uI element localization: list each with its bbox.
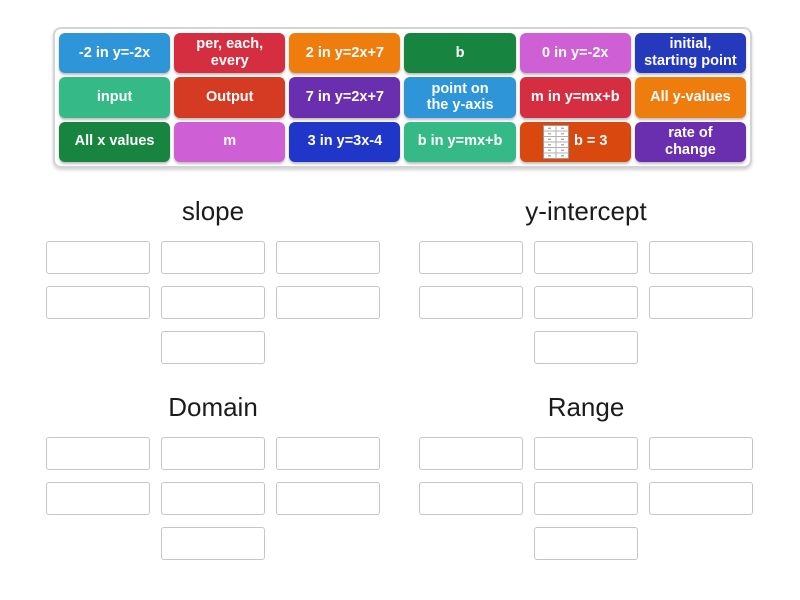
tile-label: 2 in y=2x+7 — [305, 44, 384, 61]
bank-tile[interactable]: 3 in y=3x-4 — [289, 121, 401, 162]
drop-slot[interactable] — [276, 241, 380, 274]
tile-label: m in y=mx+b — [530, 89, 620, 106]
bank-tile[interactable]: -2 in y=-2x — [59, 33, 171, 74]
bank-tile[interactable]: input — [59, 77, 171, 118]
tile-label: b = 3 — [574, 133, 608, 150]
tile-label: b — [455, 44, 465, 61]
drop-slot[interactable] — [534, 241, 638, 274]
drop-slot[interactable] — [649, 482, 753, 515]
drop-slot[interactable] — [534, 482, 638, 515]
bank-tile[interactable]: initial, starting point — [634, 33, 746, 74]
group-slots — [46, 437, 380, 560]
group-domain: Domain — [46, 390, 380, 560]
tile-label: -2 in y=-2x — [78, 44, 151, 61]
group-slots — [46, 241, 380, 364]
bank-tile[interactable]: Output — [174, 77, 286, 118]
group-range: Range — [419, 390, 753, 560]
drop-slot[interactable] — [534, 331, 638, 364]
bank-tile[interactable]: 0 in y=-2x — [519, 33, 631, 74]
bank-tile[interactable]: b — [404, 33, 516, 74]
tile-label: per, each, every — [196, 36, 264, 70]
group-title: Range — [547, 392, 625, 422]
drop-slot[interactable] — [161, 527, 265, 560]
drop-slot[interactable] — [161, 437, 265, 470]
tile-label: point on the y-axis — [426, 80, 494, 114]
drop-slot[interactable] — [276, 437, 380, 470]
bank-tile[interactable]: point on the y-axis — [404, 77, 516, 118]
tile-label: m — [223, 133, 237, 150]
tile-label: All y-values — [650, 89, 731, 106]
bank-tile[interactable]: per, each, every — [174, 33, 286, 74]
group-title: Domain — [168, 392, 258, 422]
drop-slot[interactable] — [419, 286, 523, 319]
group-title: slope — [181, 196, 245, 226]
tile-label: b in y=mx+b — [417, 133, 503, 150]
bank-tile[interactable]: rate of change — [634, 121, 746, 162]
group-slope: slope — [46, 194, 380, 364]
drop-slot[interactable] — [534, 527, 638, 560]
bank-tile[interactable]: 7 in y=2x+7 — [289, 77, 401, 118]
group-slots — [419, 437, 753, 560]
tile-label: input — [96, 89, 133, 106]
drop-slot[interactable] — [46, 241, 150, 274]
drop-slot[interactable] — [649, 286, 753, 319]
drop-slot[interactable] — [534, 437, 638, 470]
drop-slot[interactable] — [419, 241, 523, 274]
drop-slot[interactable] — [46, 482, 150, 515]
drop-slot[interactable] — [46, 437, 150, 470]
group-title: y-intercept — [525, 196, 647, 226]
tile-label: rate of change — [665, 125, 716, 158]
tile-label: 3 in y=3x-4 — [307, 133, 383, 150]
group-y-intercept: y-intercept — [419, 194, 753, 364]
group-slots — [419, 241, 753, 364]
tile-label: Output — [205, 89, 254, 106]
table-icon — [543, 124, 570, 159]
drop-slot[interactable] — [161, 241, 265, 274]
drop-slot[interactable] — [276, 482, 380, 515]
bank-tile[interactable]: All x values — [59, 121, 171, 162]
drop-slot[interactable] — [161, 331, 265, 364]
tile-label: 7 in y=2x+7 — [305, 89, 384, 106]
tile-bank: -2 in y=-2x per, each, every 2 in y=2x+7… — [53, 27, 752, 168]
drop-slot[interactable] — [649, 241, 753, 274]
drop-slot[interactable] — [419, 482, 523, 515]
bank-tile[interactable]: m — [174, 121, 286, 162]
bank-tile[interactable]: m in y=mx+b — [519, 77, 631, 118]
drop-slot[interactable] — [419, 437, 523, 470]
drop-slot[interactable] — [161, 482, 265, 515]
drop-slot[interactable] — [46, 286, 150, 319]
tile-label: initial, starting point — [644, 36, 737, 70]
bank-tile[interactable]: b in y=mx+b — [404, 121, 516, 162]
drop-slot[interactable] — [534, 286, 638, 319]
tile-label: 0 in y=-2x — [541, 44, 609, 61]
bank-tile[interactable]: All y-values — [634, 77, 746, 118]
drop-slot[interactable] — [649, 437, 753, 470]
drop-slot[interactable] — [161, 286, 265, 319]
drop-slot[interactable] — [276, 286, 380, 319]
tile-label: All x values — [74, 133, 155, 150]
bank-tile[interactable]: 2 in y=2x+7 — [289, 33, 401, 74]
bank-tile[interactable]: b = 3 — [519, 121, 631, 162]
